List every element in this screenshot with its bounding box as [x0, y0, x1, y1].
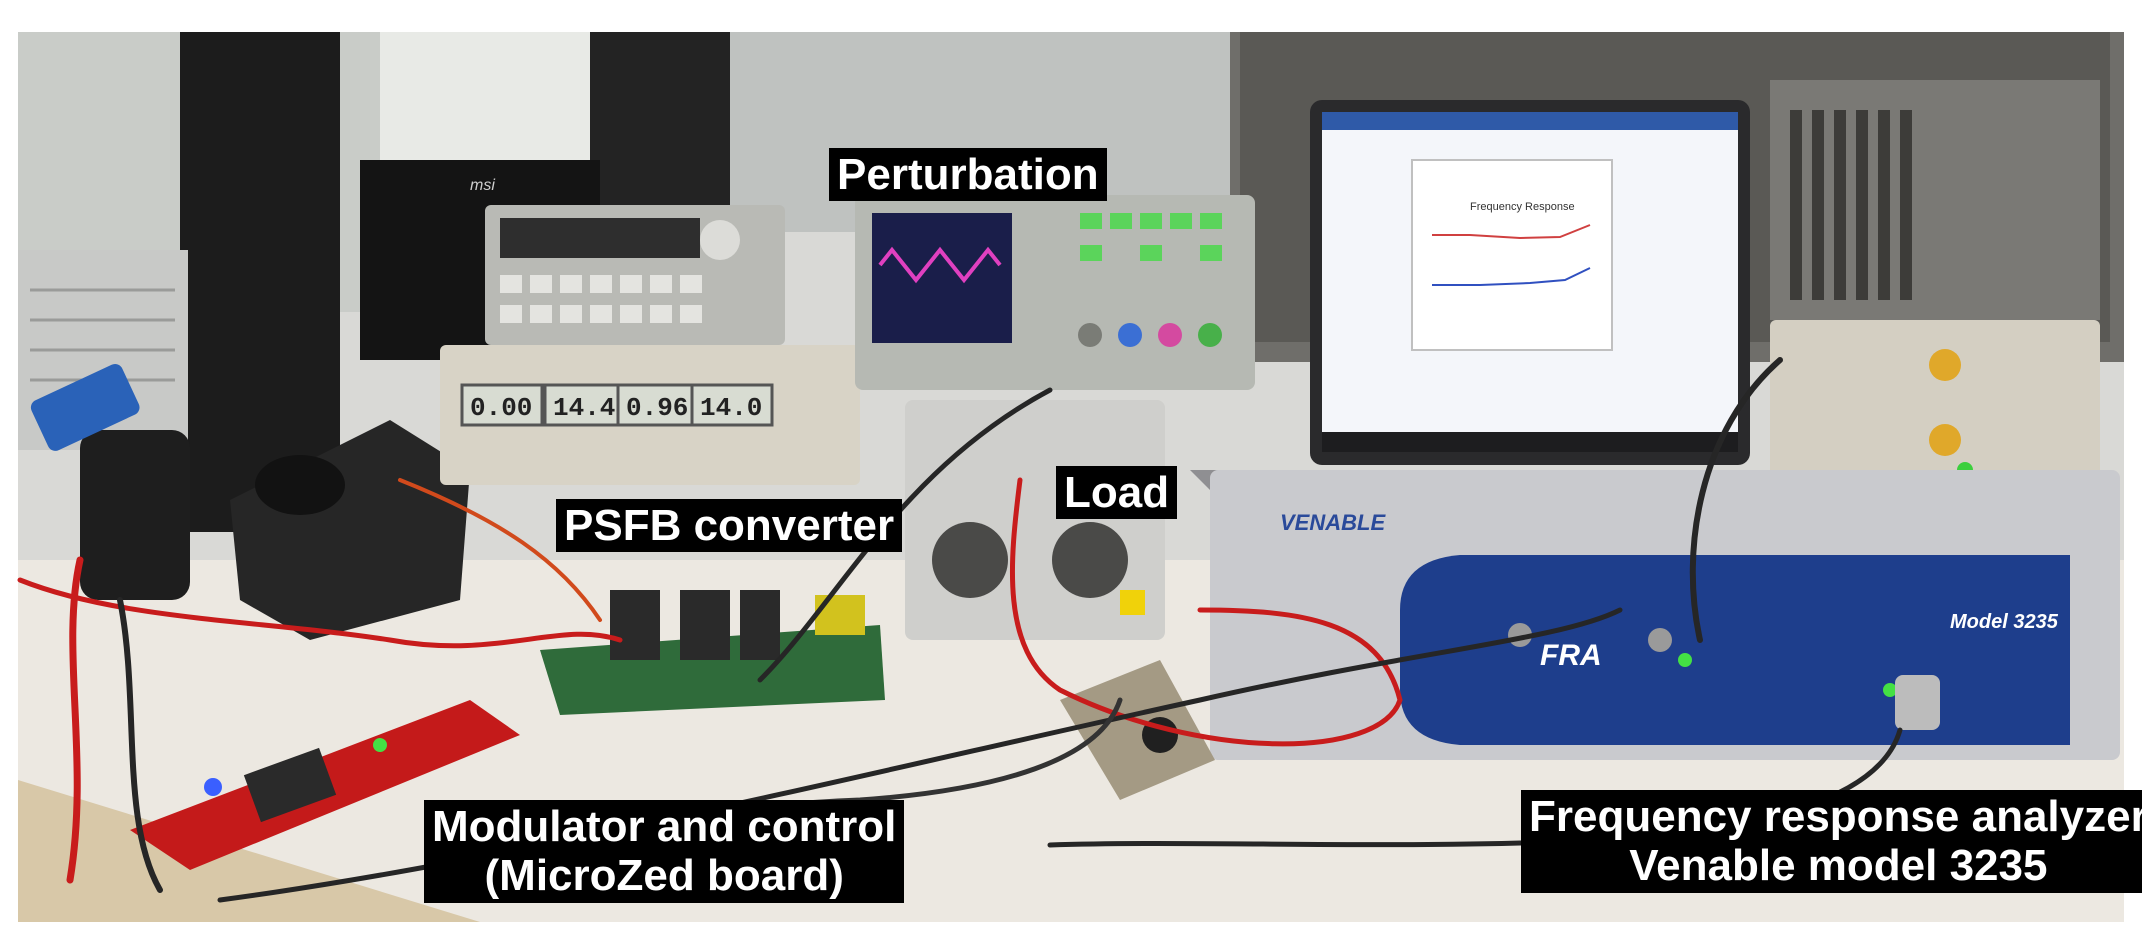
capacitor — [80, 430, 190, 600]
scope-waveform — [878, 246, 1002, 284]
label-load: Load — [1056, 466, 1178, 520]
label-modulator-line-1: Modulator and control — [432, 802, 897, 851]
fra-brand: VENABLE — [1280, 510, 1386, 535]
label-fra-line-2: Venable model 3235 — [1629, 841, 2048, 891]
fra-blue-panel — [1400, 555, 2070, 745]
psu-readout-2: 14.4 — [553, 393, 615, 423]
fra-model: Model 3235 — [1950, 611, 2059, 633]
label-perturbation: Perturbation — [829, 148, 1107, 202]
monitor-brand: msi — [470, 177, 495, 194]
label-modulator-control: Modulator and control (MicroZed board) — [424, 800, 905, 903]
label-frequency-response-analyzer: Frequency response analyzer Venable mode… — [1521, 790, 2142, 893]
laptop-plot-title: Frequency Response — [1470, 201, 1575, 213]
label-psfb-converter: PSFB converter — [556, 499, 903, 553]
label-fra-line-1: Frequency response analyzer — [1529, 792, 2142, 841]
psu-displays — [460, 383, 774, 427]
psu-readout-4: 14.0 — [700, 393, 762, 423]
psu-readout-3: 0.96 — [626, 393, 688, 423]
label-modulator-line-2: (MicroZed board) — [484, 851, 844, 901]
psu-readout-1: 0.00 — [470, 393, 532, 423]
fra-logo: FRA — [1540, 639, 1602, 672]
dark-pillar — [180, 32, 340, 532]
